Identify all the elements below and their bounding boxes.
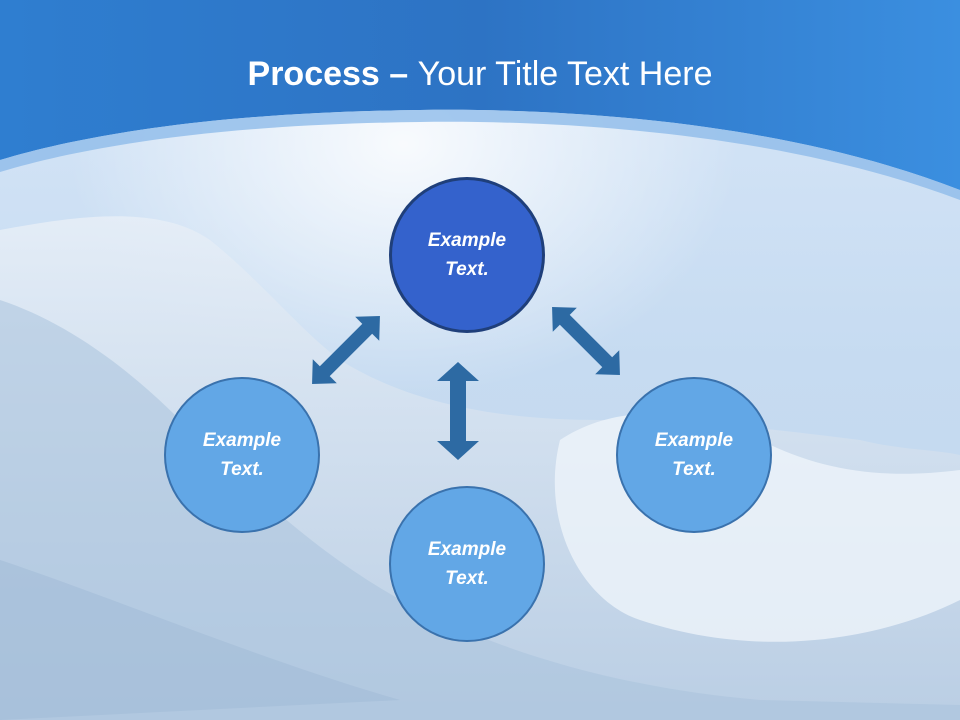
double-arrow-top-left bbox=[312, 316, 380, 384]
title-separator: – bbox=[379, 55, 418, 93]
node-label-line1: Example bbox=[654, 430, 734, 451]
process-node-top: Example Text. bbox=[389, 177, 545, 333]
node-label-line2: Text. bbox=[445, 568, 489, 589]
double-arrow-top-bottom bbox=[437, 362, 479, 460]
slide-title: Process – Your Title Text Here bbox=[0, 52, 960, 96]
node-label-line1: Example bbox=[427, 539, 507, 560]
node-label-line1: Example bbox=[427, 230, 507, 251]
process-node-right: Example Text. bbox=[616, 377, 772, 533]
node-label-line1: Example bbox=[202, 430, 282, 451]
title-bold: Process bbox=[247, 55, 380, 93]
process-node-left: Example Text. bbox=[164, 377, 320, 533]
node-label-line2: Text. bbox=[445, 259, 489, 280]
process-node-bottom: Example Text. bbox=[389, 486, 545, 642]
node-label-line2: Text. bbox=[672, 459, 716, 480]
node-label-line2: Text. bbox=[220, 459, 264, 480]
double-arrow-top-right bbox=[552, 307, 620, 375]
title-rest: Your Title Text Here bbox=[417, 55, 713, 93]
